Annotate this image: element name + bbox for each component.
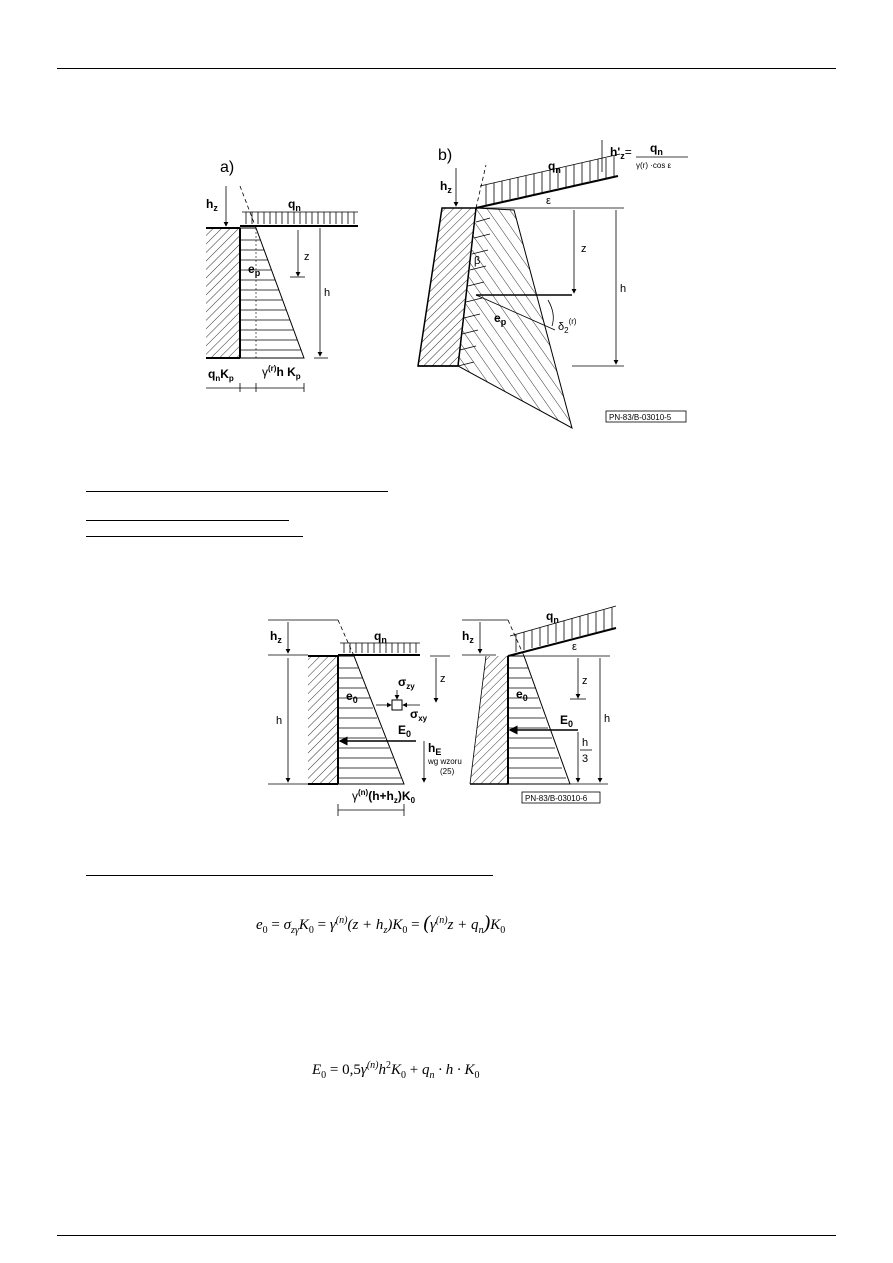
panel-b-label: b) [438, 147, 452, 164]
svg-text:ε: ε [546, 195, 551, 207]
svg-text:h: h [582, 737, 588, 749]
svg-text:z: z [581, 243, 587, 255]
surcharge-arrows-a [242, 211, 358, 224]
svg-text:ep: ep [248, 262, 261, 278]
svg-text:h: h [604, 713, 610, 725]
footer-rule [57, 1235, 836, 1236]
text-underline-4 [86, 875, 493, 876]
svg-text:δ2(r): δ2(r) [558, 317, 577, 335]
svg-text:z: z [304, 251, 310, 263]
svg-text:ε: ε [572, 641, 577, 653]
svg-text:γ(r)h Kp: γ(r)h Kp [262, 364, 301, 381]
formula-E0: E0 = 0,5γ(n)h2K0 + qn · h · K0 [312, 1060, 480, 1081]
figure2-code: PN-83/B-03010-6 [525, 794, 588, 803]
header-rule [57, 68, 836, 69]
svg-text:e0: e0 [346, 689, 358, 705]
svg-text:h'z=: h'z= [610, 145, 632, 161]
svg-text:γ(n)(h+hz)K0: γ(n)(h+hz)K0 [352, 788, 416, 805]
figure-passive-pressure: a) [206, 140, 688, 429]
svg-text:3: 3 [582, 753, 588, 765]
svg-text:qn: qn [650, 141, 663, 157]
svg-text:hz: hz [462, 629, 474, 645]
figure1-code: PN-83/B-03010-5 [609, 413, 672, 422]
svg-text:wg wzoru: wg wzoru [427, 757, 462, 766]
svg-text:σzy: σzy [398, 675, 415, 691]
svg-text:qnKp: qnKp [208, 367, 234, 383]
figure-at-rest-pressure: hz h qn z e0 σzy σxy E0 hE wg wzoru (25)… [268, 605, 617, 816]
svg-text:e0: e0 [516, 687, 528, 703]
svg-text:σxy: σxy [410, 707, 428, 723]
svg-text:hE: hE [428, 741, 441, 757]
svg-text:γ(r) ·cos ε: γ(r) ·cos ε [636, 161, 672, 170]
svg-text:ep: ep [494, 311, 507, 327]
text-underline-3 [86, 536, 303, 537]
svg-text:qn: qn [548, 159, 561, 175]
pressure-wedge-b [457, 207, 573, 429]
svg-text:h: h [324, 287, 330, 299]
panel-a: a) [206, 159, 358, 392]
formula-e0: e0 = σzγK0 = γ(n)(z + hz)K0 = (γ(n)z + q… [256, 912, 506, 936]
svg-text:qn: qn [546, 609, 559, 625]
panel-right: hz qn ε z h e0 E0 h 3 PN-83/B-03010-6 [462, 605, 617, 804]
svg-text:h: h [620, 283, 626, 295]
panel-left: hz h qn z e0 σzy σxy E0 hE wg wzoru (25)… [268, 619, 462, 816]
svg-text:(25): (25) [440, 767, 455, 776]
svg-text:z: z [582, 675, 588, 687]
svg-text:hz: hz [270, 629, 282, 645]
wall-pressure-arrows-b [457, 217, 491, 367]
panel-b: b) [417, 140, 688, 429]
svg-text:qn: qn [288, 197, 301, 213]
svg-text:hz: hz [440, 179, 452, 195]
svg-text:E0: E0 [398, 723, 411, 739]
text-underline-2 [86, 520, 289, 521]
svg-text:E0: E0 [560, 713, 573, 729]
svg-text:hz: hz [206, 197, 218, 213]
svg-text:z: z [440, 673, 446, 685]
panel-a-label: a) [220, 159, 234, 176]
pressure-lines-a [240, 239, 301, 351]
svg-text:β: β [474, 255, 480, 267]
surcharge-arrows-b [485, 156, 615, 205]
wall-a [206, 228, 240, 358]
svg-text:h: h [276, 715, 282, 727]
svg-text:qn: qn [374, 629, 387, 645]
text-underline-1 [86, 491, 388, 492]
